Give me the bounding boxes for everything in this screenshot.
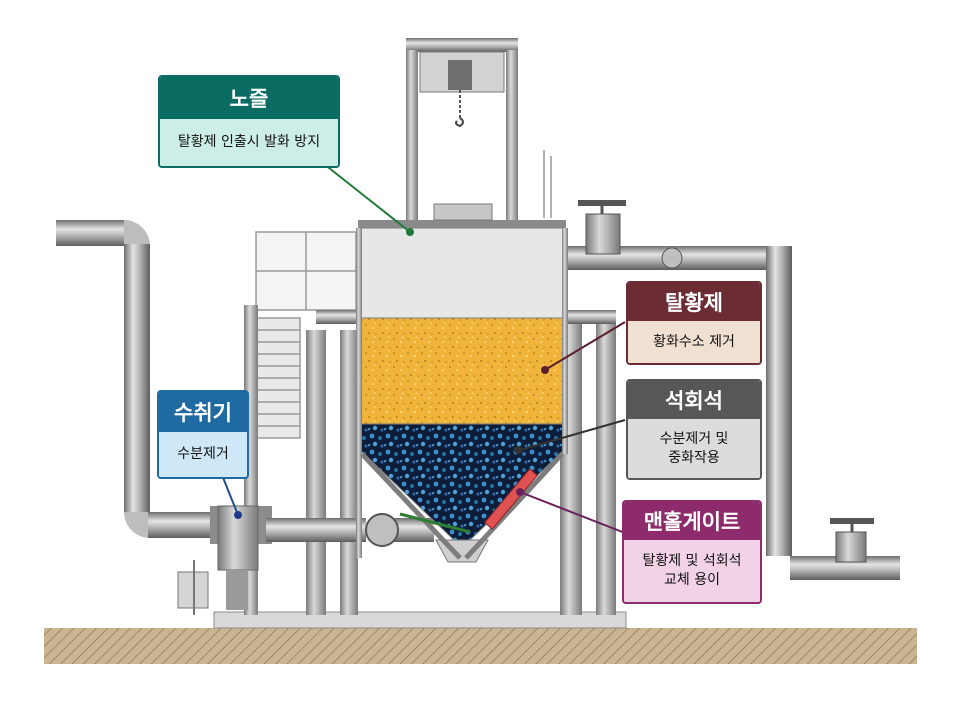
stairs [256, 329, 300, 427]
manhole-gate-callout: 맨홀게이트 탈황제 및 석회석 교체 용이 [622, 500, 762, 604]
limestone-desc: 수분제거 및 중화작용 [628, 419, 760, 478]
inlet-pipe [56, 220, 434, 544]
water-trap-title: 수취기 [159, 392, 247, 432]
manhole-gate-title: 맨홀게이트 [624, 502, 760, 540]
outlet-pipe [568, 200, 900, 580]
desulfurizer-callout: 탈황제 황화수소 제거 [626, 281, 762, 365]
manhole-gate-desc: 탈황제 및 석회석 교체 용이 [624, 540, 760, 602]
water-trap-callout: 수취기 수분제거 [157, 390, 249, 479]
manhole-gate-desc-line-1: 탈황제 및 석회석 [642, 553, 742, 569]
limestone-desc-line-1: 수분제거 및 [659, 430, 729, 447]
desulfurizer-desc: 황화수소 제거 [628, 321, 760, 363]
desulfurizer-title: 탈황제 [628, 283, 760, 321]
limestone-desc-line-2: 중화작용 [668, 449, 720, 466]
nozzle-callout: 노즐 탈황제 인출시 발화 방지 [158, 75, 340, 168]
nozzle-desc: 탈황제 인출시 발화 방지 [160, 119, 338, 166]
support-legs [244, 305, 616, 615]
manhole-gate [483, 468, 539, 530]
ground [44, 628, 917, 664]
manhole-gate-desc-line-2: 교체 용이 [664, 572, 720, 588]
valve-body [365, 513, 399, 547]
leader-dots [234, 228, 549, 519]
desulfurizer-vessel [356, 203, 568, 563]
limestone-title: 석회석 [628, 381, 760, 419]
limestone-callout: 석회석 수분제거 및 중화작용 [626, 379, 762, 480]
water-trap-desc: 수분제거 [159, 432, 247, 477]
hoist-frame [406, 38, 552, 220]
concrete-base [213, 611, 627, 629]
desulfurizer-bed [359, 317, 565, 425]
nozzle-title: 노즐 [160, 77, 338, 119]
